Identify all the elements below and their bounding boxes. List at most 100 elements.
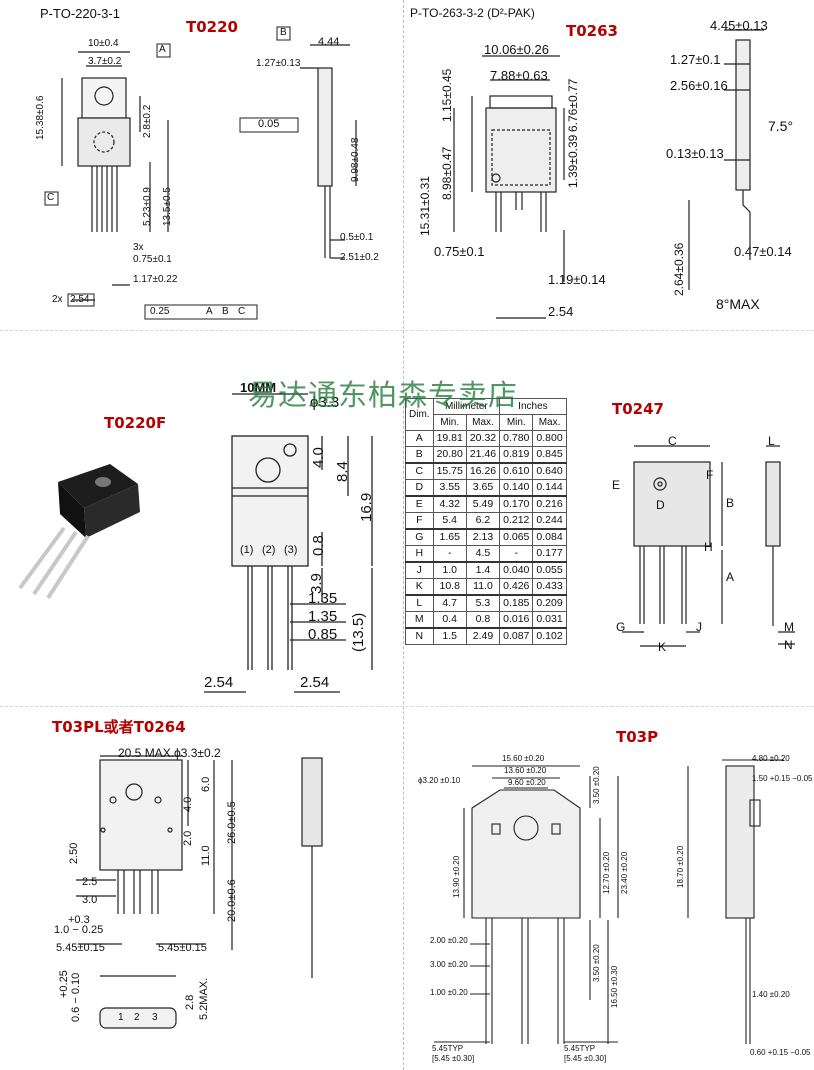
to220-dim-h28: 2.8±0.2 xyxy=(142,104,153,138)
to263-dim-h898: 8.98±0.47 xyxy=(440,146,454,200)
table-cell-value: 0.055 xyxy=(532,561,567,579)
to263-dim-w788: 7.88±0.63 xyxy=(490,68,548,83)
table-cell-value: 5.4 xyxy=(432,512,467,530)
to263-dim-p254: 2.54 xyxy=(548,304,574,319)
to220-flatness: 0.05 xyxy=(258,118,280,130)
table-cell-value: 5.3 xyxy=(465,594,501,612)
to263-panel: P-TO-263-3-2 (D²-PAK) T0263 10.06±0.26 7… xyxy=(404,0,814,330)
to247-label-c: C xyxy=(668,434,677,448)
to3p-dim-p545a: 5.45TYP xyxy=(432,1044,464,1053)
to220-dim-w37: 3.7±0.2 xyxy=(88,56,122,67)
to220-dim-t127: 1.27±0.13 xyxy=(256,58,301,69)
table-cell-value: 20.32 xyxy=(465,430,501,447)
table-cell-value: 0.780 xyxy=(499,430,534,447)
to247-label-d: D xyxy=(656,498,665,512)
to220f-dim-h169: 16.9 xyxy=(358,492,375,522)
to3p-dim-w1560: 15.60 ±0.20 xyxy=(502,754,545,763)
to3pl-dim-h110: 11.0 xyxy=(200,845,212,866)
to263-dim-s264: 2.64±0.36 xyxy=(672,242,686,296)
to220-dim-3x: 3x xyxy=(133,242,144,253)
to220-dim-l251: 2.51±0.2 xyxy=(340,252,379,263)
to220f-drawing xyxy=(18,393,373,693)
table-cell-value: - xyxy=(432,545,467,563)
to220-dim-h135: 13.5±0.5 xyxy=(162,187,173,226)
table-cell-value: 0.800 xyxy=(532,430,567,447)
to247-label-m: M xyxy=(784,620,794,634)
to3pl-pin-3: 3 xyxy=(152,1012,158,1023)
to220f-dim-h84: 8.4 xyxy=(334,461,351,482)
to220-panel: P-TO-220-3-1 T0220 10±0.4 3.7±0.2 A 15.3… xyxy=(0,0,400,330)
table-cell-dim: C xyxy=(405,462,434,480)
to3pl-tol-plus: +0.3 xyxy=(68,914,90,926)
to220f-pin-2: (2) xyxy=(262,544,276,556)
to3pl-dim-l25: 2.5 xyxy=(82,876,98,888)
to3pl-dim-p545b: 5.45±0.15 xyxy=(158,942,207,954)
table-header-in-min: Min. xyxy=(499,414,534,431)
table-cell-value: 0.845 xyxy=(532,446,567,464)
to220f-dim-width: 10MM xyxy=(240,380,277,395)
table-cell-value: 0.212 xyxy=(499,512,534,530)
to3pl-tol-minus: 1.0 − 0.25 xyxy=(54,924,104,936)
to3p-dim-l200: 2.00 ±0.20 xyxy=(430,936,468,945)
to220-datum-b: B xyxy=(280,27,287,38)
to3p-dim-s150: 1.50 +0.15 −0.05 xyxy=(752,774,813,783)
to220-code: P-TO-220-3-1 xyxy=(40,6,120,21)
to3pl-dim-hole: ϕ3.3±0.2 xyxy=(174,746,221,760)
to220-datum-c: C xyxy=(47,192,55,203)
to263-dim-h676: 6.76±0.77 xyxy=(566,78,580,132)
to220f-dim-hole: ϕ3.3 xyxy=(310,394,340,411)
to263-dim-h115: 1.15±0.45 xyxy=(440,68,454,122)
to263-dim-s445: 4.45±0.13 xyxy=(710,18,768,33)
table-header-mm-min: Min. xyxy=(432,414,467,431)
to247-label-h: H xyxy=(704,540,713,554)
table-cell-value: 0.177 xyxy=(532,545,567,563)
to263-dim-s256: 2.56±0.16 xyxy=(670,78,728,93)
table-cell-dim: M xyxy=(405,611,434,629)
to220f-component-photo xyxy=(18,464,140,600)
to220f-title: T0220F xyxy=(104,414,167,432)
to263-dim-h1531: 15.31±0.31 xyxy=(418,176,432,236)
to3pl-dim-h200: 20.0±0.6 xyxy=(226,879,238,922)
to3pl-pin-2: 2 xyxy=(134,1012,140,1023)
to220f-dim-h40: 4.0 xyxy=(310,447,327,468)
table-cell-value: 0.185 xyxy=(499,594,534,612)
to3p-dim-h350b: 3.50 ±0.20 xyxy=(592,944,601,982)
table-cell-value: 0.140 xyxy=(499,479,534,497)
to220-dim-h523: 5.23±0.9 xyxy=(142,187,153,226)
table-cell-dim: G xyxy=(405,528,434,546)
table-cell-value: 0.170 xyxy=(499,495,534,513)
to3p-drawing xyxy=(434,759,784,1044)
table-cell-value: 4.32 xyxy=(432,495,467,513)
to247-drawing xyxy=(622,445,795,647)
to220-dim-p117: 1.17±0.22 xyxy=(133,274,178,285)
table-cell-value: 3.65 xyxy=(465,479,501,497)
table-cell-dim: A xyxy=(405,430,434,447)
to247-label-f: F xyxy=(706,468,714,482)
to3p-dim-p545b-tol: [5.45 ±0.30] xyxy=(564,1054,607,1063)
table-header-mm-max: Max. xyxy=(465,414,501,431)
to220f-pin-3: (3) xyxy=(284,544,298,556)
table-cell-value: 0.8 xyxy=(465,611,501,629)
to220f-dim-l085: 0.85 xyxy=(308,626,338,643)
to220-ref-a: A xyxy=(206,306,213,317)
to220-drawing xyxy=(44,26,357,320)
table-cell-value: 0.016 xyxy=(499,611,534,629)
to263-angle-8: 8°MAX xyxy=(716,296,760,312)
table-cell-value: - xyxy=(499,545,534,563)
vertical-divider xyxy=(403,0,404,1070)
table-cell-value: 11.0 xyxy=(465,578,501,596)
to3pl-panel: T03PL或者T0264 20.5 MAX. ϕ3.3±0.2 6.0 4.0 … xyxy=(0,708,403,1070)
to220f-dim-l135b: 1.35 xyxy=(308,608,338,625)
row-divider-2 xyxy=(0,706,814,707)
table-cell-dim: J xyxy=(405,561,434,579)
to220-dim-h1538: 15.38±0.6 xyxy=(35,95,46,140)
to3p-dim-l100: 1.00 ±0.20 xyxy=(430,988,468,997)
row-divider-1 xyxy=(0,330,814,331)
table-cell-value: 1.5 xyxy=(432,627,467,645)
to220-dim-2x: 2x xyxy=(52,294,63,305)
